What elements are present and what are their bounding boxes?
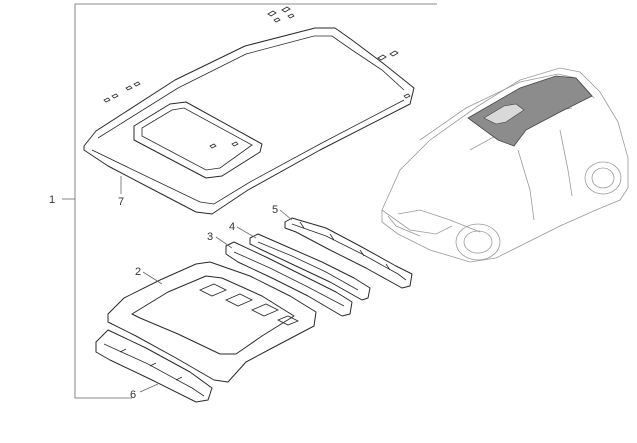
highlighted-roof: [467, 75, 593, 147]
clip-icon: [103, 6, 411, 149]
suv-outline-icon: [381, 67, 629, 263]
callout-2: 2: [135, 266, 141, 278]
roof-bow-5[interactable]: [284, 217, 413, 289]
sunroof-opening: [133, 101, 263, 179]
roof-outer-panel[interactable]: [83, 27, 415, 215]
leader-lines: [120, 176, 293, 393]
callout-labels: 1 7 2 3 4 5 6: [49, 194, 278, 401]
callout-5: 5: [272, 204, 278, 216]
front-header-rail[interactable]: [95, 329, 213, 403]
assembly-bracket: [62, 3, 437, 399]
roof-bow-3[interactable]: [225, 241, 353, 317]
callout-6: 6: [130, 389, 136, 401]
roof-panel-frame[interactable]: [107, 261, 317, 383]
roof-bow-4[interactable]: [249, 233, 371, 301]
callout-4: 4: [229, 221, 235, 233]
callout-3: 3: [207, 231, 213, 243]
callout-7: 7: [118, 196, 124, 208]
callout-1: 1: [49, 194, 55, 206]
